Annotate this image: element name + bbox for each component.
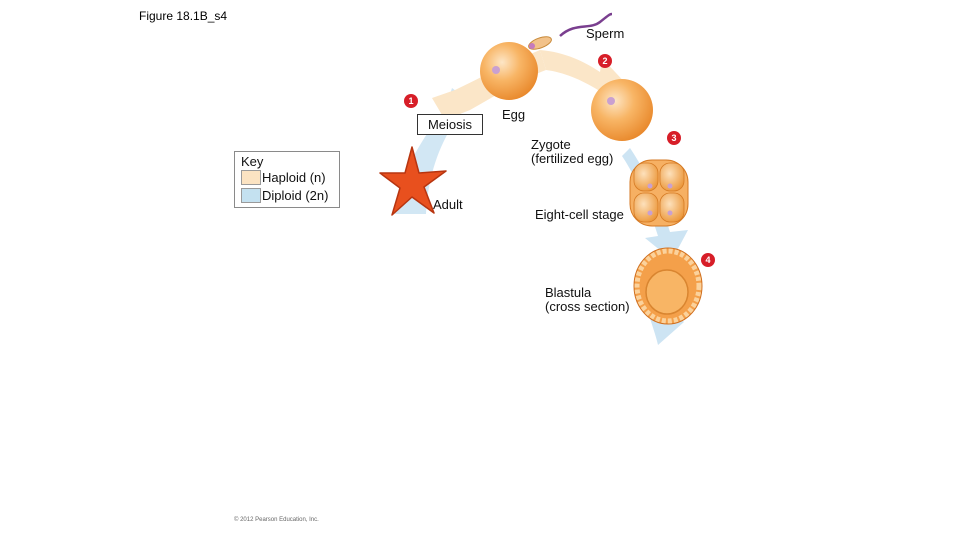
haploid-swatch [241, 170, 261, 185]
blastula-label-line1: Blastula [545, 285, 592, 300]
egg-cell-icon [480, 42, 538, 100]
meiosis-label: Meiosis [417, 114, 483, 135]
zygote-label: Zygote (fertilized egg) [531, 138, 613, 166]
key-title: Key [241, 154, 264, 169]
zygote-label-line2: (fertilized egg) [531, 151, 614, 166]
sperm-label: Sperm [586, 26, 625, 41]
blastula-label-line2: (cross section) [545, 299, 630, 314]
starfish-icon [379, 146, 447, 216]
zygote-cell-icon [591, 79, 653, 141]
sperm-icon [528, 12, 613, 50]
adult-label: Adult [433, 197, 463, 212]
haploid-label: Haploid (n) [262, 170, 326, 185]
diploid-label: Diploid (2n) [262, 188, 329, 203]
step-1-marker: 1 [404, 94, 418, 108]
eight-cell-embryo-icon [629, 159, 689, 227]
eight-cell-label: Eight-cell stage [535, 207, 624, 222]
blastula-icon [633, 247, 703, 325]
key-legend: Key Haploid (n) Diploid (2n) [234, 151, 340, 208]
copyright-notice: © 2012 Pearson Education, Inc. [234, 517, 319, 523]
figure-title: Figure 18.1B_s4 [139, 9, 228, 23]
blastula-label: Blastula (cross section) [545, 286, 630, 314]
diploid-swatch [241, 188, 261, 203]
step-3-marker: 3 [667, 131, 681, 145]
step-2-marker: 2 [598, 54, 612, 68]
egg-label: Egg [502, 107, 526, 122]
zygote-label-line1: Zygote [531, 137, 571, 152]
step-4-marker: 4 [701, 253, 715, 267]
